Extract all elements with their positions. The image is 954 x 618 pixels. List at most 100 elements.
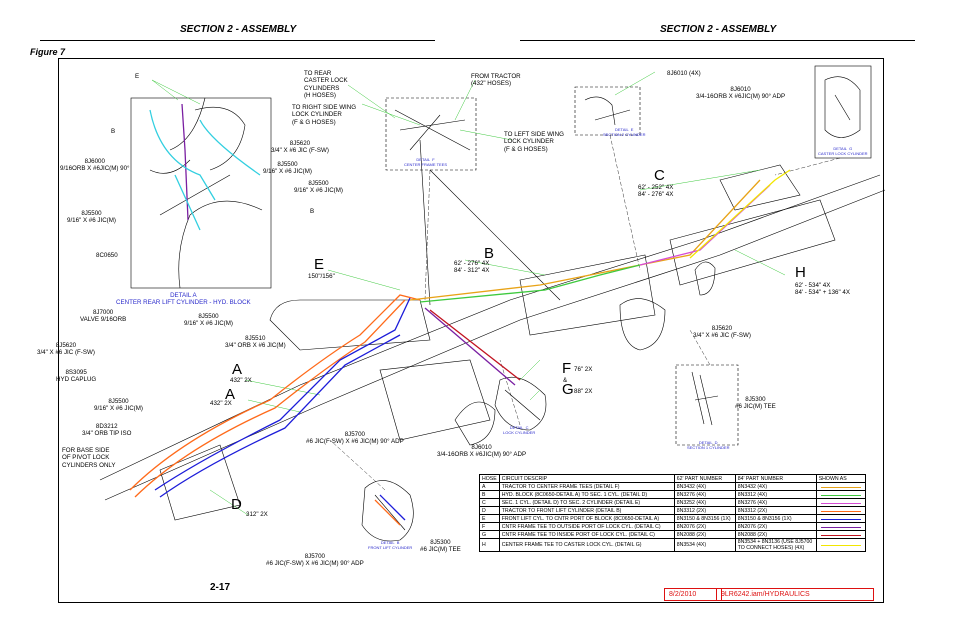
to-right-wing-note: TO RIGHT SIDE WING LOCK CYLINDER (F & G … [292,104,357,126]
part-8j5700-label: 8J5700 #6 JIC(F-SW) X #6 JIC(M) 90° ADP [266,553,364,568]
hose-c-lengths: 62' - 252" 4X 84' - 276" 4X [638,184,674,199]
table-cell: D [479,506,500,515]
part-8j5500-label: 8J5500 9/16" X #6 JIC(M) [94,398,143,413]
part-8j6010-label: 8J6010 3/4-16ORB X #6JIC(M) 90° ADP [696,86,786,101]
detail-g-caption: DETAIL G CASTER LOCK CYLINDER [818,146,868,156]
part-8j5300-label: 8J5300 #6 JIC(M) TEE [420,539,461,554]
hose-color-swatch [815,530,866,539]
hose-color-line [820,545,861,547]
hose-color-line [820,510,861,512]
hose-a-length: 432" 2X [230,377,252,384]
column-header: CIRCUIT DESCRIP [498,474,675,483]
part-8j5500-label: 8J5500 9/16" X #6 JIC(M) [263,161,312,176]
from-tractor-note: FROM TRACTOR (432" HOSES) [471,73,521,88]
table-cell: 8N3312 (2X) [734,506,817,515]
page-number: 2-17 [210,582,231,593]
table-cell: 8N3276 (4X) [673,490,736,499]
hose-b-lengths: 62' - 276" 4X 84' - 312" 4X [454,260,490,275]
detail-f-caption: DETAIL F CENTER FRAME TEES [404,157,448,167]
table-cell: C [479,498,500,507]
table-cell: 8N2088 (2X) [673,530,736,539]
table-cell: 8N3534 (4X) [673,538,736,552]
table-cell: 8N2076 (2X) [673,522,736,531]
hose-d-length: 312" 2X [246,511,268,518]
table-cell: FRONT LIFT CYL. TO CNTR PORT OF BLOCK (8… [498,514,675,523]
hose-f-length: 76" 2X [574,366,593,373]
part-8j6010-qty-label: 8J6010 (4X) [667,70,701,77]
table-cell: A [479,482,500,491]
hose-color-line [820,534,861,536]
hose-color-swatch [815,538,866,552]
hose-color-line [820,502,861,504]
table-cell: CNTR FRAME TEE TO INSIDE PORT OF LOCK CY… [498,530,675,539]
table-cell: HYD. BLOCK (8C0650-DETAIL A) TO SEC. 1 C… [498,490,675,499]
part-8c0650-label: 8C0650 [96,252,118,259]
hose-color-line [820,494,861,496]
file-reference: 9LR6242.iam/HYDRAULICS [716,588,874,601]
table-cell: 8N3534 + 8N3136 (USE 8J5700 TO CONNECT H… [734,538,817,552]
part-8d3212-label: 8D3212 3/4" ORB TIP ISO [82,423,132,438]
table-cell: CNTR FRAME TEE TO OUTSIDE PORT OF LOCK C… [498,522,675,531]
hose-color-swatch [815,498,866,507]
column-header: 62' PART NUMBER [673,474,736,483]
table-cell: 8N3432 (4X) [673,482,736,491]
detail-f-box [385,97,477,171]
part-8j6010-label: 8J6010 3/4-16ORB X #6JIC(M) 90° ADP [437,444,527,459]
part-8j5620-label: 8J5620 3/4" X #6 JIC (F-SW) [693,325,751,340]
hose-color-swatch [815,522,866,531]
table-cell: E [479,514,500,523]
hose-a-length: 432" 2X [210,400,232,407]
table-cell: 8N2088 (2X) [734,530,817,539]
table-header-row: HOSE CIRCUIT DESCRIP 62' PART NUMBER 84'… [479,474,866,483]
hose-color-line [820,518,861,520]
table-cell: F [479,522,500,531]
to-rear-note: TO REAR CASTER LOCK CYLINDERS (H HOSES) [304,70,348,100]
table-cell: H [479,538,500,552]
part-8s3095-label: 8S3095 HYD CAPLUG [56,369,97,384]
hose-table: HOSE CIRCUIT DESCRIP 62' PART NUMBER 84'… [479,474,866,552]
column-header: 84' PART NUMBER [734,474,817,483]
drawing-frame [58,58,884,603]
callout-a: A [225,386,236,403]
table-cell: 8N3432 (4X) [734,482,817,491]
table-cell: 8N3150 & 8N3156 (1X) [673,514,736,523]
part-8j5620-label: 8J5620 3/4" X #6 JIC (F-SW) [37,342,95,357]
part-8j5620-label: 8J5620 3/4" X #6 JIC (F-SW) [271,140,329,155]
figure-caption: Figure 7 [30,47,66,57]
pivot-lock-note: FOR BASE SIDE OF PIVOT LOCK CYLINDERS ON… [62,447,116,469]
table-cell: 8N3150 & 8N3156 (1X) [734,514,817,523]
table-cell: SEC. 1 CYL. (DETAIL D) TO SEC. 2 CYLINDE… [498,498,675,507]
detail-d-caption: DETAIL D SECTION 1 CYLINDER [687,440,730,450]
part-8j5500-label: 8J5500 9/16" X #6 JIC(M) [294,180,343,195]
column-header: HOSE [479,474,500,483]
callout-g: G [562,381,574,398]
callout-b-detail-a: B [310,208,315,215]
table-cell: 8N3312 (4X) [734,490,817,499]
callout-a: A [232,361,243,378]
callout-f: F [562,360,572,377]
ampersand: & [563,377,568,384]
column-header: SHOWN AS [815,474,866,483]
part-8j5300-label: 8J5300 #6 JIC(M) TEE [735,396,776,411]
callout-d: D [231,496,242,513]
hose-h-lengths: 62' - 534" 4X 84' - 534" + 136" 4X [795,282,850,297]
detail-a-caption: DETAIL A CENTER REAR LIFT CYLINDER - HYD… [116,292,251,307]
part-8j6000-label: 8J6000 9/16ORB X #6JIC(M) 90° [60,158,130,173]
part-8j5510-label: 8J5510 3/4" ORB X #6 JIC(M) [225,335,286,350]
detail-a-box [130,97,272,289]
left-section-title: SECTION 2 - ASSEMBLY [180,24,297,35]
detail-c-caption: DETAIL C LOCK CYLINDER [503,425,536,435]
to-left-wing-note: TO LEFT SIDE WING LOCK CYLINDER (F & G H… [504,131,564,153]
hose-color-line [820,486,861,488]
table-cell: 8N3276 (4X) [734,498,817,507]
table-cell: 8N3252 (4X) [673,498,736,507]
right-header-rule [520,40,915,41]
table-cell: G [479,530,500,539]
